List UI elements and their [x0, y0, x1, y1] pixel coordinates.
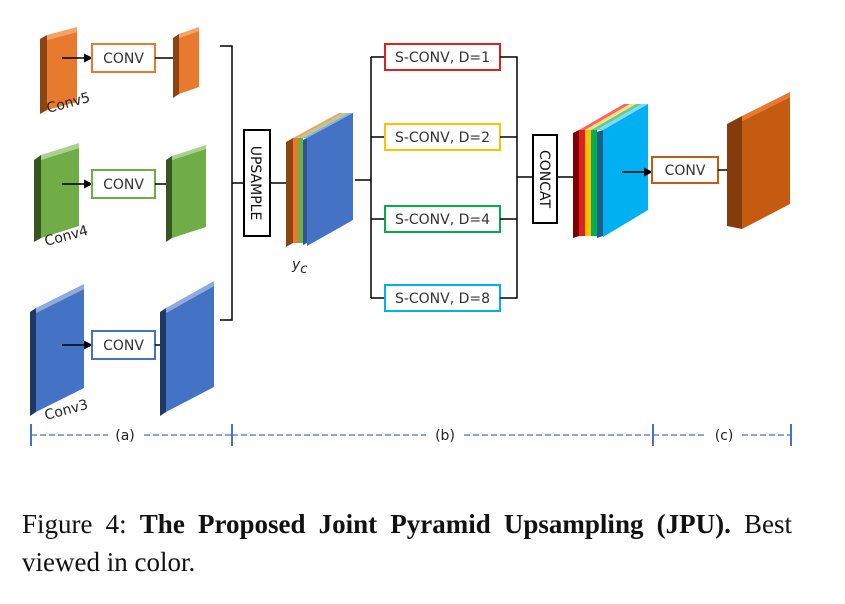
sconv-d1-box: S-CONV, D=1: [384, 43, 501, 71]
section-a-label: (a): [115, 428, 135, 444]
svg-text:S-CONV, D=2: S-CONV, D=2: [395, 130, 490, 146]
figure-caption: Figure 4: The Proposed Joint Pyramid Ups…: [22, 505, 792, 581]
svg-text:CONCAT: CONCAT: [536, 150, 552, 209]
yc-stacked-block: [286, 113, 353, 247]
conv3-conv-box: CONV: [91, 330, 156, 360]
concat-merge-brace: [500, 56, 533, 299]
caption-suffix: Best viewed in color.: [22, 509, 792, 577]
caption-title: The Proposed Joint Pyramid Upsampling (J…: [139, 509, 731, 539]
svg-text:S-CONV, D=8: S-CONV, D=8: [395, 291, 490, 307]
conv5-input-block: [40, 27, 77, 114]
conv4-conv-box: CONV: [91, 169, 156, 199]
sconv-d8-box: S-CONV, D=8: [384, 284, 501, 312]
sconv-d2-box: S-CONV, D=2: [384, 123, 501, 151]
final-output-block: [727, 92, 790, 229]
conv3-input-block: [30, 284, 84, 416]
yc-label: yc: [291, 257, 307, 277]
conv4-output-block: [166, 145, 206, 242]
svg-text:S-CONV, D=1: S-CONV, D=1: [395, 50, 490, 66]
conv5-output-block: [173, 27, 199, 98]
svg-text:CONV: CONV: [103, 51, 144, 67]
sconv-split-brace: [355, 56, 385, 299]
conv3-output-block: [160, 281, 214, 416]
conv4-input-block: [34, 143, 79, 242]
svg-text:UPSAMPLE: UPSAMPLE: [247, 146, 263, 221]
final-conv-box: CONV: [651, 156, 719, 184]
section-c-label: (c): [715, 428, 734, 444]
conv5-conv-box: CONV: [91, 43, 156, 73]
svg-text:CONV: CONV: [103, 338, 144, 354]
concat-stacked-block: [573, 104, 648, 238]
sconv-d4-box: S-CONV, D=4: [384, 205, 501, 233]
section-b-label: (b): [435, 428, 455, 444]
svg-text:S-CONV, D=4: S-CONV, D=4: [395, 212, 490, 228]
caption-prefix: Figure 4:: [22, 509, 140, 539]
upsample-box: UPSAMPLE: [243, 129, 271, 237]
section-ruler: [30, 424, 792, 446]
svg-text:CONV: CONV: [103, 177, 144, 193]
svg-text:CONV: CONV: [665, 163, 706, 179]
jpu-diagram: Conv5 CONV Conv4 CONV Conv3 CONV: [30, 27, 792, 446]
upsample-brace: [220, 45, 244, 321]
concat-box: CONCAT: [532, 134, 558, 224]
